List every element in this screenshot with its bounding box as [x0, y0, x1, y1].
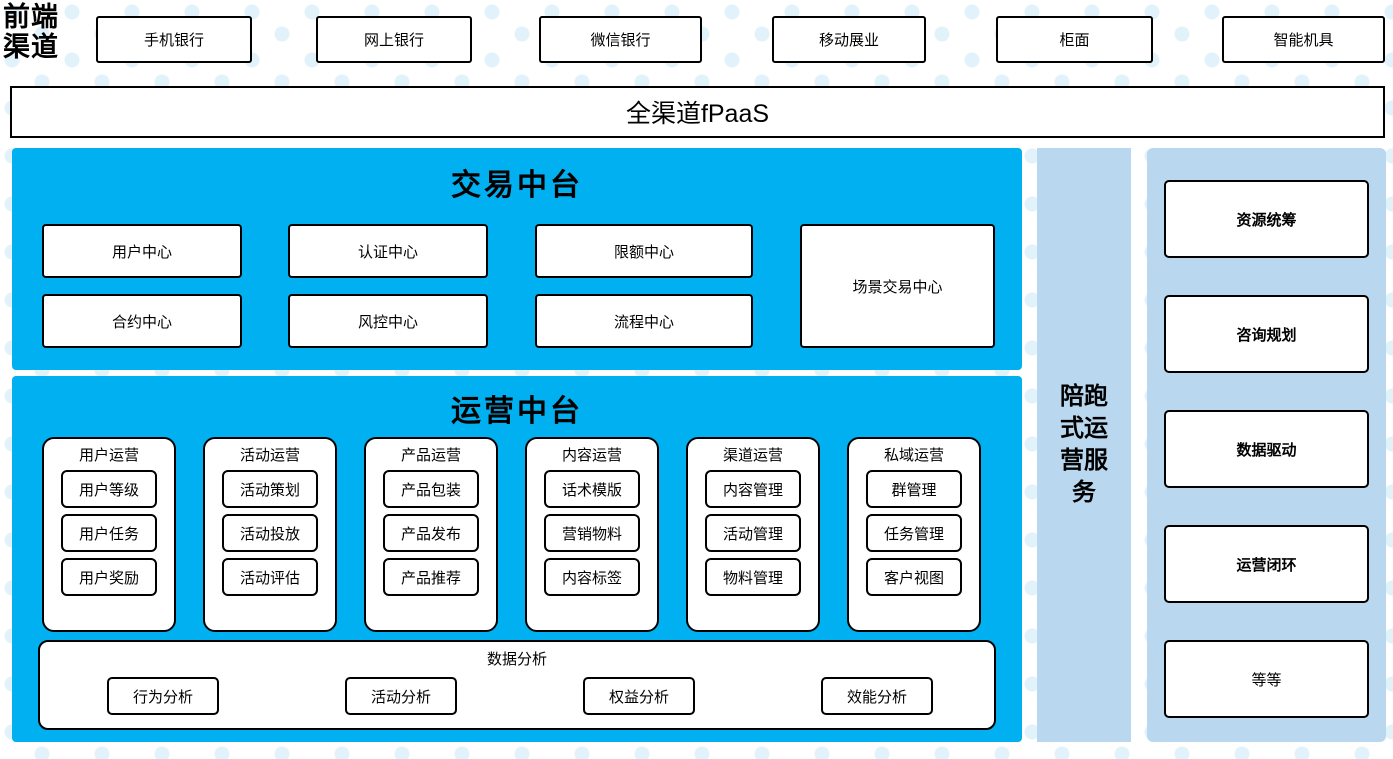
analysis-box-1[interactable]: 活动分析 — [345, 677, 457, 715]
ops-item-0-2[interactable]: 用户奖励 — [61, 558, 157, 596]
channel-box-1[interactable]: 网上银行 — [316, 16, 472, 63]
ops-item-2-1[interactable]: 产品发布 — [383, 514, 479, 552]
ops-item-0-0[interactable]: 用户等级 — [61, 470, 157, 508]
trade-center-box-2[interactable]: 限额中心 — [535, 224, 753, 278]
analysis-box-3[interactable]: 效能分析 — [821, 677, 933, 715]
ops-item-3-2[interactable]: 内容标签 — [544, 558, 640, 596]
channel-box-0[interactable]: 手机银行 — [96, 16, 252, 63]
trade-center-box-1[interactable]: 认证中心 — [288, 224, 488, 278]
omni-channel-fpaas-bar: 全渠道fPaaS — [10, 86, 1385, 138]
ops-column-title: 产品运营 — [400, 447, 461, 464]
ops-item-3-1[interactable]: 营销物料 — [544, 514, 640, 552]
analysis-box-2[interactable]: 权益分析 — [583, 677, 695, 715]
front-end-channel-label: 前端渠道 — [3, 2, 89, 62]
trade-middle-platform-panel: 交易中台 用户中心认证中心限额中心合约中心风控中心流程中心场景交易中心 — [12, 148, 1022, 370]
ops-item-5-2[interactable]: 客户视图 — [866, 558, 962, 596]
capability-item-0[interactable]: 资源统筹 — [1164, 180, 1369, 258]
ops-item-1-2[interactable]: 活动评估 — [222, 558, 318, 596]
ops-column-1: 活动运营活动策划活动投放活动评估 — [203, 437, 337, 632]
front-end-channel-label-line: 渠道 — [3, 32, 59, 62]
capability-item-3[interactable]: 运营闭环 — [1164, 525, 1369, 603]
ops-item-2-0[interactable]: 产品包装 — [383, 470, 479, 508]
channel-box-2[interactable]: 微信银行 — [539, 16, 702, 63]
trade-center-box-4[interactable]: 风控中心 — [288, 294, 488, 348]
capability-item-2[interactable]: 数据驱动 — [1164, 410, 1369, 488]
ops-column-title: 内容运营 — [561, 447, 622, 464]
ops-column-title: 活动运营 — [239, 447, 300, 464]
accompanying-operation-service-column: 陪跑式运营服务 — [1037, 148, 1131, 742]
ops-column-3: 内容运营话术模版营销物料内容标签 — [525, 437, 659, 632]
trade-platform-title: 交易中台 — [451, 169, 583, 202]
ops-column-5: 私域运营群管理任务管理客户视图 — [847, 437, 981, 632]
operations-platform-title: 运营中台 — [451, 395, 583, 428]
front-end-channel-label-line: 前端 — [3, 2, 59, 32]
data-analysis-strip: 数据分析 行为分析 活动分析 权益分析 效能分析 — [38, 640, 996, 730]
ops-item-0-1[interactable]: 用户任务 — [61, 514, 157, 552]
capability-item-1[interactable]: 咨询规划 — [1164, 295, 1369, 373]
trade-center-box-5[interactable]: 流程中心 — [535, 294, 753, 348]
data-analysis-title: 数据分析 — [486, 651, 547, 668]
ops-column-0: 用户运营用户等级用户任务用户奖励 — [42, 437, 176, 632]
ops-column-4: 渠道运营内容管理活动管理物料管理 — [686, 437, 820, 632]
capability-item-4[interactable]: 等等 — [1164, 640, 1369, 718]
ops-item-5-1[interactable]: 任务管理 — [866, 514, 962, 552]
ops-item-1-0[interactable]: 活动策划 — [222, 470, 318, 508]
trade-center-box-0[interactable]: 用户中心 — [42, 224, 242, 278]
ops-item-4-2[interactable]: 物料管理 — [705, 558, 801, 596]
ops-column-title: 渠道运营 — [722, 447, 783, 464]
ops-column-title: 私域运营 — [883, 447, 944, 464]
analysis-box-0[interactable]: 行为分析 — [107, 677, 219, 715]
ops-column-title: 用户运营 — [78, 447, 139, 464]
channel-box-4[interactable]: 柜面 — [996, 16, 1153, 63]
ops-item-5-0[interactable]: 群管理 — [866, 470, 962, 508]
ops-item-3-0[interactable]: 话术模版 — [544, 470, 640, 508]
channel-box-3[interactable]: 移动展业 — [772, 16, 926, 63]
accompanying-operation-service-label: 陪跑式运营服务 — [1060, 383, 1108, 506]
trade-center-box-3[interactable]: 合约中心 — [42, 294, 242, 348]
ops-item-1-1[interactable]: 活动投放 — [222, 514, 318, 552]
capability-panel: 资源统筹咨询规划数据驱动运营闭环等等 — [1147, 148, 1386, 742]
ops-item-4-0[interactable]: 内容管理 — [705, 470, 801, 508]
trade-center-box-6[interactable]: 场景交易中心 — [800, 224, 995, 348]
ops-item-4-1[interactable]: 活动管理 — [705, 514, 801, 552]
channel-box-5[interactable]: 智能机具 — [1222, 16, 1385, 63]
ops-item-2-2[interactable]: 产品推荐 — [383, 558, 479, 596]
ops-column-2: 产品运营产品包装产品发布产品推荐 — [364, 437, 498, 632]
